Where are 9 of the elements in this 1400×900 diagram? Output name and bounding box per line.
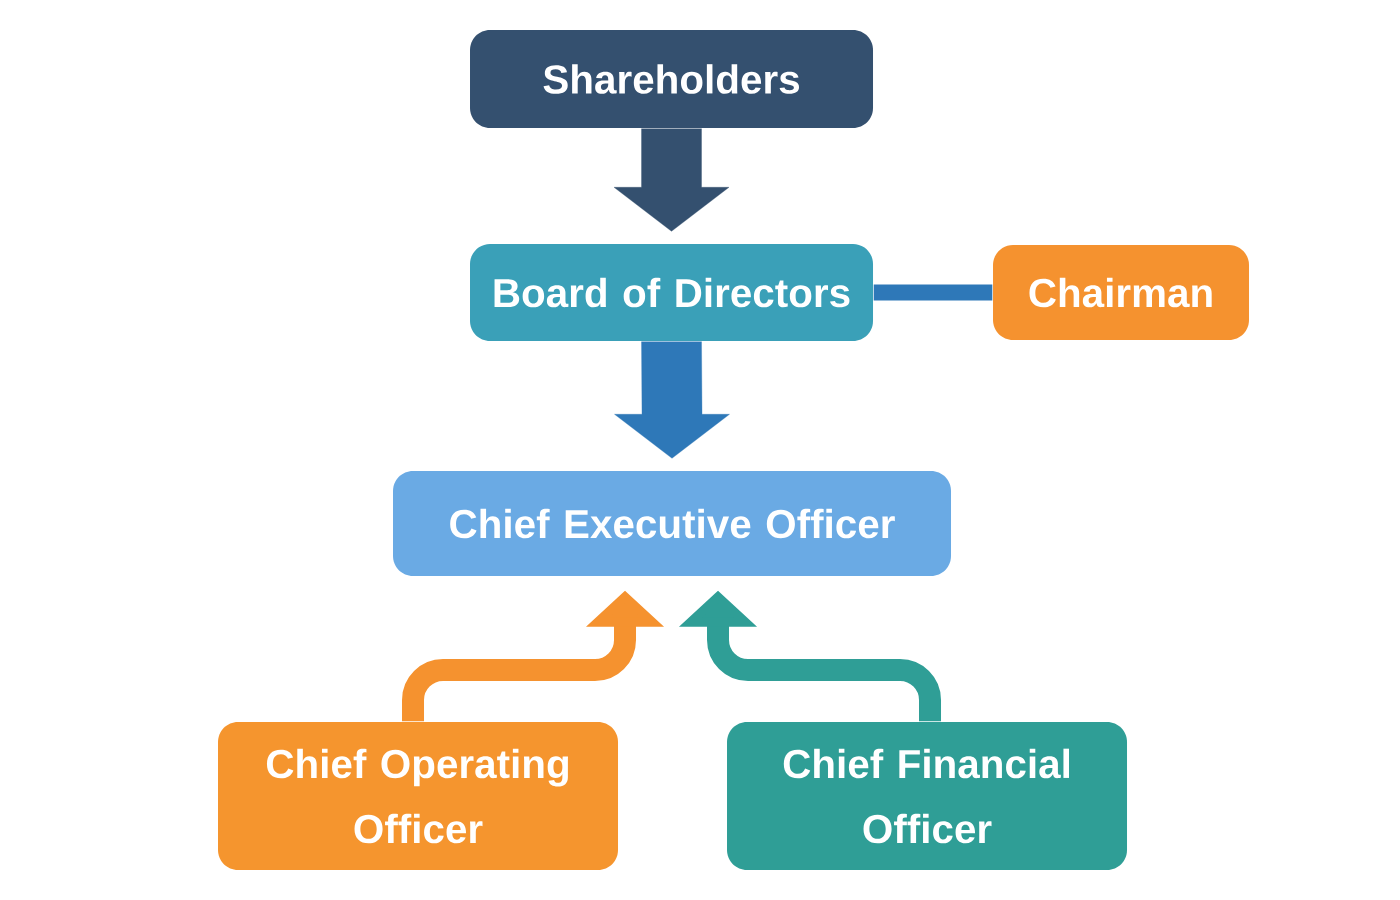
process-box: Shareholders — [470, 30, 873, 128]
arrow — [613, 128, 730, 232]
process-box: Chairman — [993, 245, 1249, 340]
process-box: Chief Operating Officer — [218, 722, 618, 870]
process-box: Chief Financial Officer — [727, 722, 1127, 870]
process-box: Chief Executive Officer — [393, 471, 951, 576]
process-box: Board of Directors — [470, 244, 873, 341]
arrow — [614, 341, 730, 459]
connector-line — [873, 284, 993, 301]
